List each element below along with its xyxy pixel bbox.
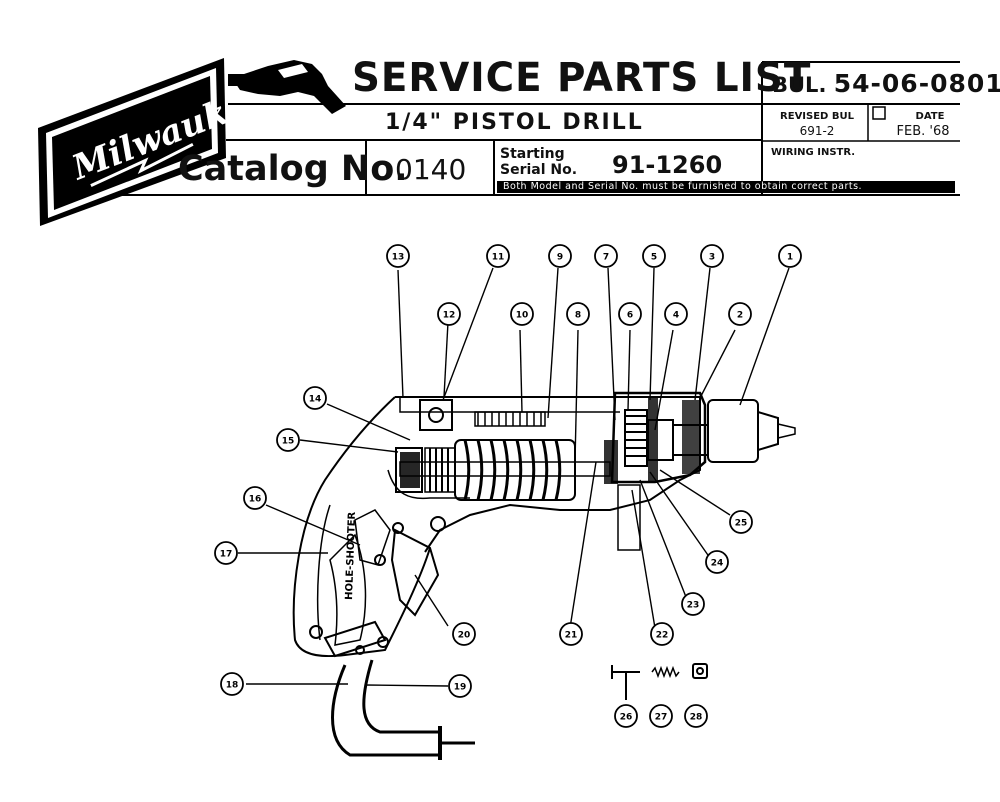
wiring-instructions-label: WIRING INSTR. bbox=[771, 147, 856, 158]
callout-number-19: 19 bbox=[454, 683, 467, 693]
callout-circle-4 bbox=[664, 302, 688, 326]
callout-number-8: 8 bbox=[575, 311, 581, 321]
callout-circle-5 bbox=[642, 244, 666, 268]
bulletin-field: BUL. 54-06-0801 bbox=[772, 70, 1000, 99]
callout-circle-19 bbox=[448, 674, 472, 698]
callout-number-7: 7 bbox=[603, 253, 609, 263]
callout-number-13: 13 bbox=[392, 253, 405, 263]
callout-number-15: 15 bbox=[282, 437, 295, 447]
callout-number-3: 3 bbox=[709, 253, 715, 263]
callout-circle-9 bbox=[548, 244, 572, 268]
bulletin-number: 54-06-0801 bbox=[833, 69, 1000, 98]
product-subtitle: 1/4" PISTOL DRILL bbox=[385, 110, 644, 135]
callout-number-25: 25 bbox=[735, 519, 748, 529]
callout-circle-24 bbox=[705, 550, 729, 574]
callout-number-12: 12 bbox=[443, 311, 456, 321]
callout-number-11: 11 bbox=[492, 253, 505, 263]
callout-circle-26 bbox=[614, 704, 638, 728]
callout-number-20: 20 bbox=[458, 631, 471, 641]
callout-number-9: 9 bbox=[557, 253, 563, 263]
callout-circle-8 bbox=[566, 302, 590, 326]
callout-number-14: 14 bbox=[309, 395, 322, 405]
callout-number-21: 21 bbox=[565, 631, 578, 641]
callout-number-23: 23 bbox=[687, 601, 700, 611]
callout-number-26: 26 bbox=[620, 713, 633, 723]
callout-circle-6 bbox=[618, 302, 642, 326]
document-title: SERVICE PARTS LIST bbox=[352, 55, 812, 101]
callout-number-4: 4 bbox=[673, 311, 679, 321]
callout-circle-25 bbox=[729, 510, 753, 534]
serial-note-banner: Both Model and Serial No. must be furnis… bbox=[497, 181, 955, 193]
starting-serial-number: 91-1260 bbox=[612, 151, 723, 179]
date-value: FEB. '68 bbox=[896, 124, 950, 139]
callout-number-1: 1 bbox=[787, 253, 793, 263]
callout-number-18: 18 bbox=[226, 681, 239, 691]
callout-circle-15 bbox=[276, 428, 300, 452]
callout-circle-11 bbox=[486, 244, 510, 268]
callout-number-5: 5 bbox=[651, 253, 657, 263]
callout-circle-2 bbox=[728, 302, 752, 326]
callout-number-24: 24 bbox=[711, 559, 724, 569]
callout-circle-21 bbox=[559, 622, 583, 646]
drill-icon bbox=[228, 60, 346, 114]
callout-circle-22 bbox=[650, 622, 674, 646]
catalog-label: Catalog No. bbox=[178, 149, 408, 189]
milwaukee-logo: Milwaukee bbox=[38, 58, 226, 226]
callout-circle-28 bbox=[684, 704, 708, 728]
handle-label: HOLE-SHOOTER bbox=[344, 511, 358, 600]
catalog-number: 0140 bbox=[395, 153, 467, 186]
callout-number-17: 17 bbox=[220, 550, 233, 560]
callout-circle-23 bbox=[681, 592, 705, 616]
revised-bulletin-value: 691-2 bbox=[799, 124, 835, 138]
revised-bulletin-label: REVISED BUL bbox=[780, 111, 854, 122]
callout-circle-12 bbox=[437, 302, 461, 326]
callout-number-16: 16 bbox=[249, 495, 262, 505]
starting-serial-label: Starting Serial No. bbox=[500, 146, 578, 178]
callout-number-28: 28 bbox=[690, 713, 703, 723]
callout-circle-1 bbox=[778, 244, 802, 268]
callout-circle-13 bbox=[386, 244, 410, 268]
callout-number-10: 10 bbox=[516, 311, 529, 321]
callout-number-6: 6 bbox=[627, 311, 633, 321]
callout-circle-16 bbox=[243, 486, 267, 510]
date-label: DATE bbox=[915, 111, 945, 122]
callout-circle-17 bbox=[214, 541, 238, 565]
callout-circle-20 bbox=[452, 622, 476, 646]
callout-circle-3 bbox=[700, 244, 724, 268]
callout-circle-7 bbox=[594, 244, 618, 268]
bulletin-prefix: BUL. bbox=[772, 73, 827, 97]
callout-circle-14 bbox=[303, 386, 327, 410]
callout-number-2: 2 bbox=[737, 311, 743, 321]
callout-circle-18 bbox=[220, 672, 244, 696]
callout-number-22: 22 bbox=[656, 631, 669, 641]
callout-circle-27 bbox=[649, 704, 673, 728]
callout-circle-10 bbox=[510, 302, 534, 326]
callout-number-27: 27 bbox=[655, 713, 668, 723]
